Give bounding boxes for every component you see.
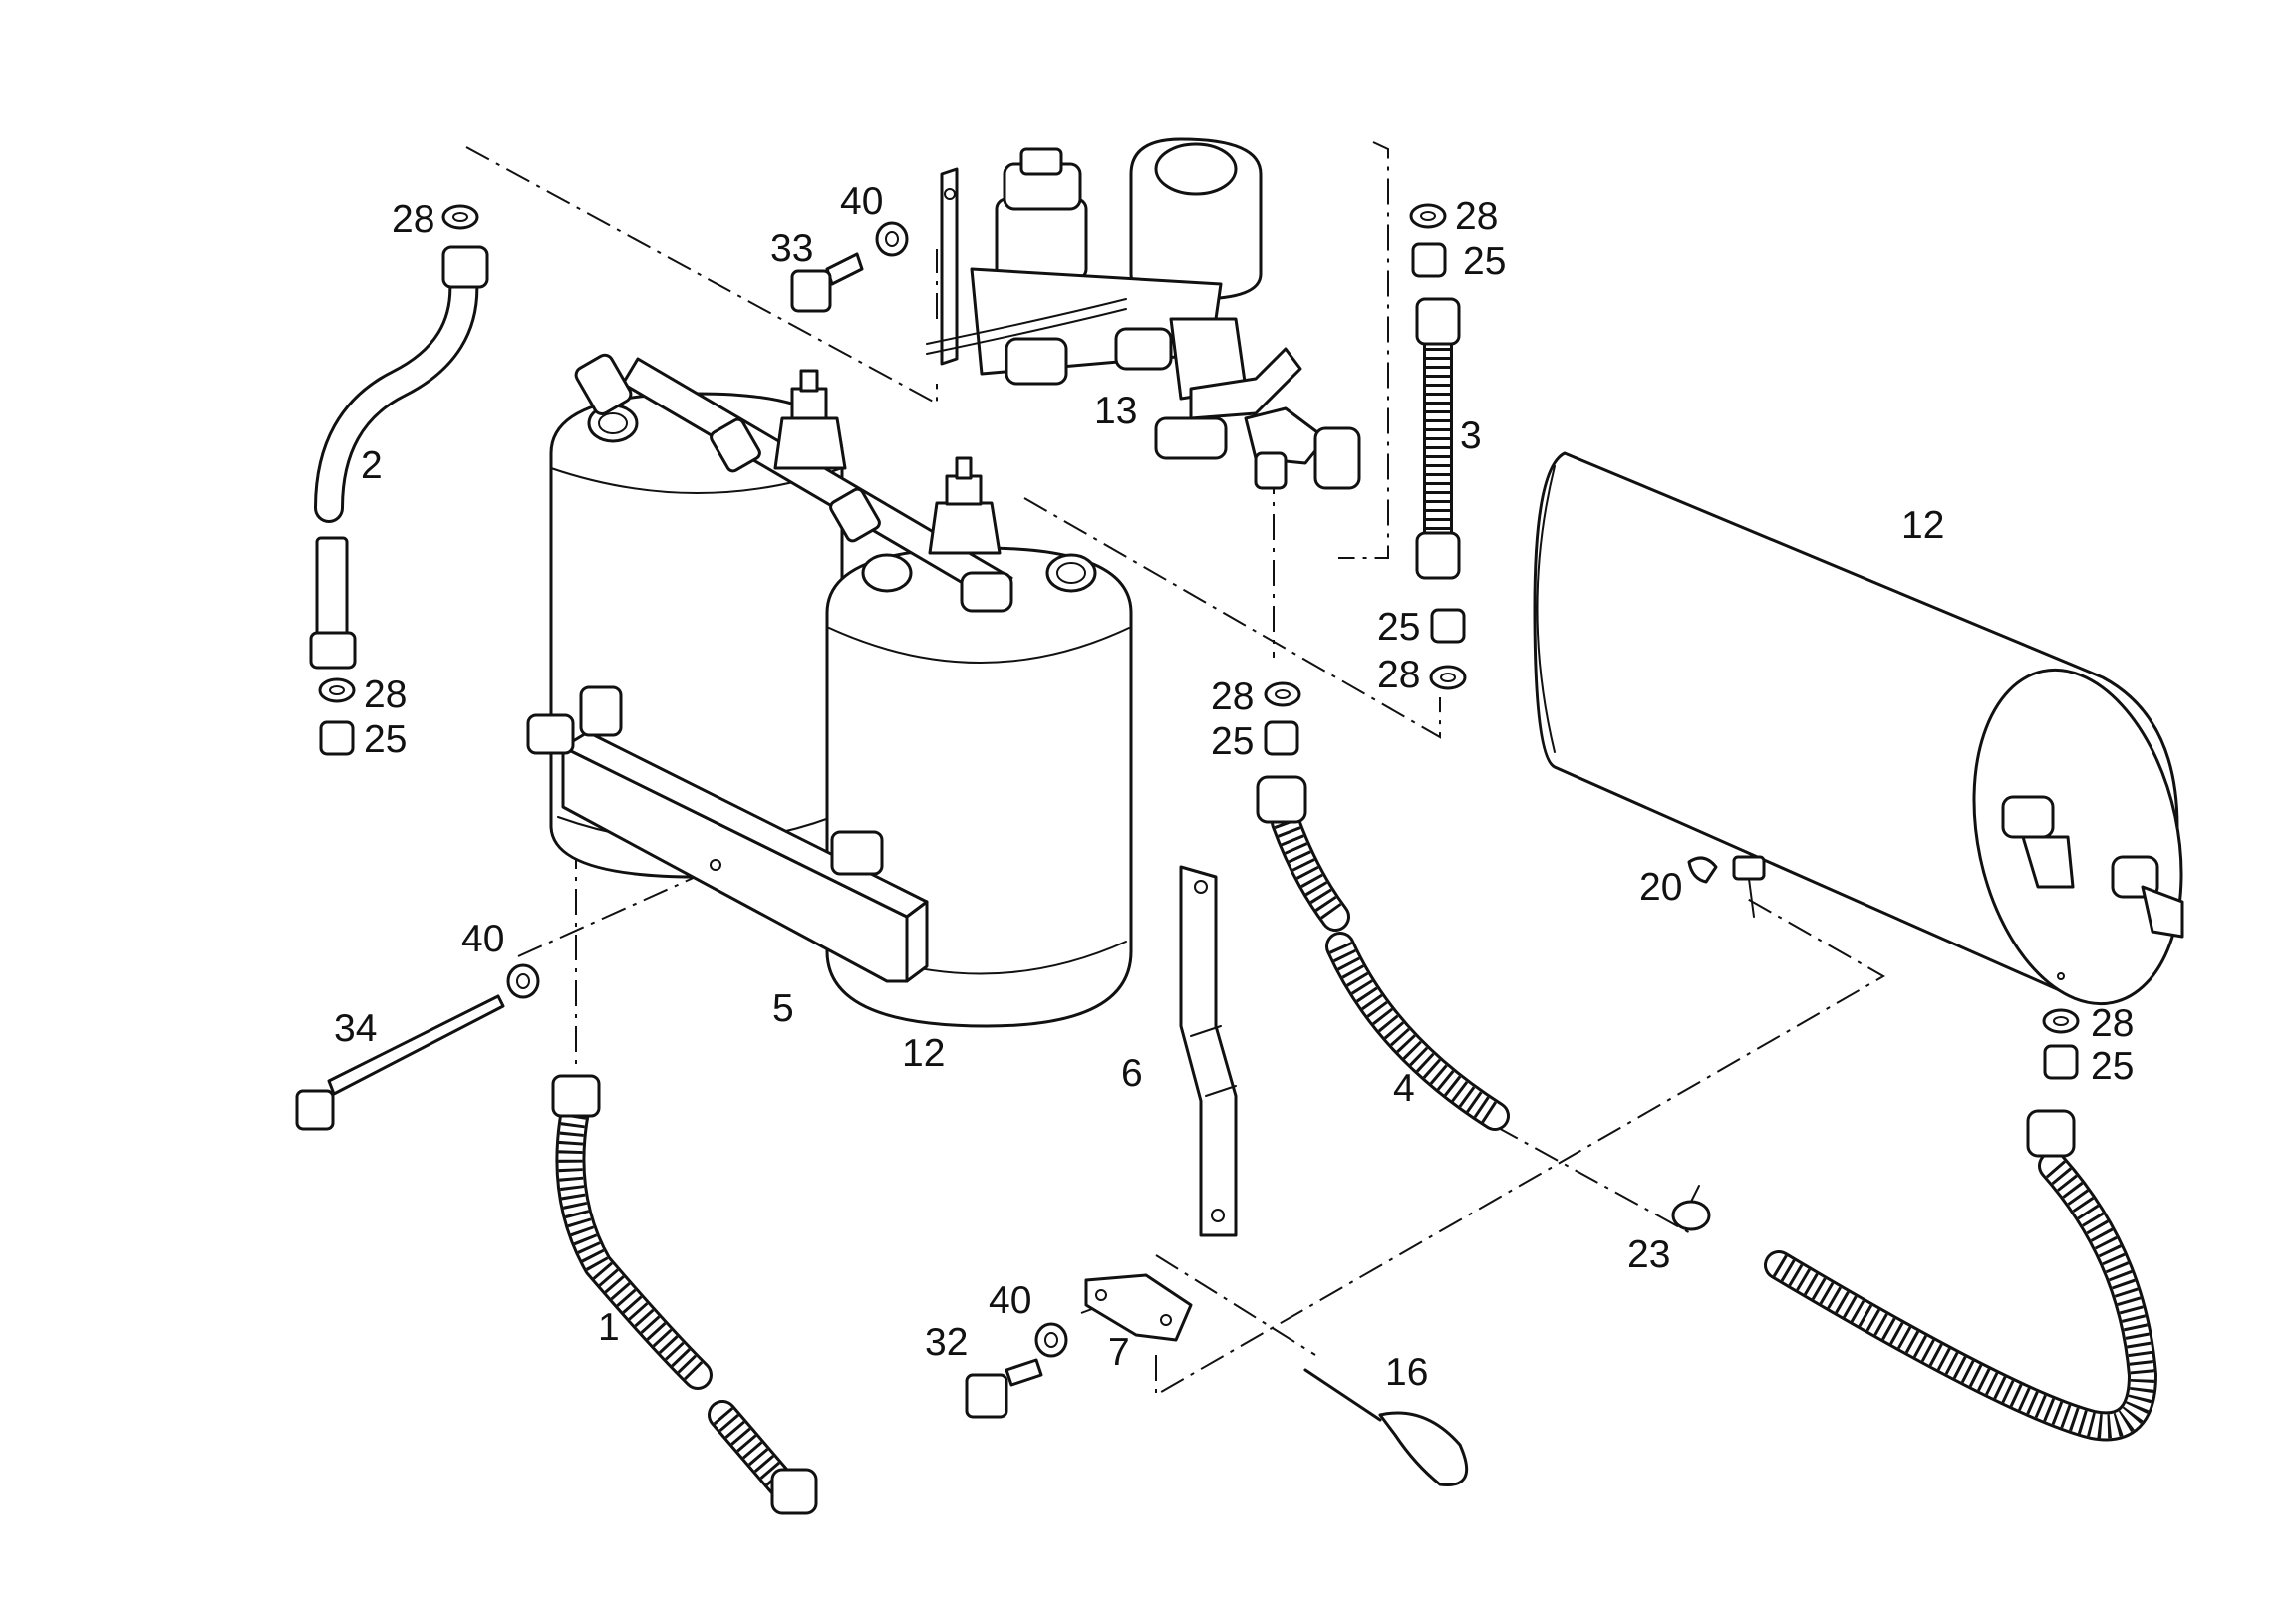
callout-25-d: 25 bbox=[1211, 720, 1254, 763]
callout-3: 3 bbox=[1460, 414, 1482, 457]
callout-2: 2 bbox=[361, 444, 383, 487]
callout-28-d: 28 bbox=[364, 674, 407, 716]
callout-40-top: 40 bbox=[840, 180, 883, 223]
mounting-clip bbox=[1084, 1273, 1193, 1342]
drain-cable bbox=[1303, 1368, 1469, 1486]
hose-long bbox=[1764, 1109, 2157, 1442]
callout-40-bottom: 40 bbox=[989, 1279, 1031, 1322]
callout-28-c: 28 bbox=[1377, 654, 1420, 696]
callout-4: 4 bbox=[1393, 1067, 1415, 1110]
callout-40-left: 40 bbox=[461, 918, 504, 960]
callout-28-b: 28 bbox=[1455, 195, 1498, 238]
callout-28-a: 28 bbox=[392, 198, 434, 241]
callout-28-f: 28 bbox=[2091, 1002, 2134, 1045]
callout-12-horizontal: 12 bbox=[1901, 504, 1944, 547]
bolts bbox=[295, 252, 1043, 1419]
callout-25-a: 25 bbox=[1463, 240, 1506, 283]
callout-12-front: 12 bbox=[902, 1032, 945, 1075]
callout-20: 20 bbox=[1639, 866, 1682, 909]
hose-clamp bbox=[1671, 1185, 1711, 1231]
callout-5: 5 bbox=[772, 987, 794, 1030]
hose-3 bbox=[1415, 297, 1461, 580]
callout-23: 23 bbox=[1627, 1233, 1670, 1276]
air-tank-horizontal bbox=[1533, 451, 2183, 1006]
leader-lines bbox=[465, 141, 1886, 1397]
callout-25-b: 25 bbox=[1377, 606, 1420, 649]
valve-pipe-assembly bbox=[574, 353, 1013, 613]
brake-valve-unit bbox=[926, 137, 1361, 490]
callout-labels: 1 2 3 4 5 6 7 12 12 13 16 20 23 25 25 25… bbox=[334, 180, 2134, 1394]
callout-34: 34 bbox=[334, 1007, 377, 1050]
callout-28-e: 28 bbox=[1211, 675, 1254, 718]
hose-1 bbox=[551, 1074, 818, 1515]
support-bracket bbox=[1179, 865, 1238, 1237]
callout-13: 13 bbox=[1094, 390, 1137, 432]
callout-25-c: 25 bbox=[364, 718, 407, 761]
washers-and-bushes bbox=[318, 203, 2080, 1358]
callout-16: 16 bbox=[1385, 1351, 1428, 1394]
callout-25-e: 25 bbox=[2091, 1045, 2134, 1088]
callout-1: 1 bbox=[598, 1306, 620, 1349]
hose-2 bbox=[309, 245, 489, 670]
mounting-bar bbox=[526, 685, 929, 983]
hose-4 bbox=[1256, 775, 1510, 1131]
callout-32: 32 bbox=[925, 1321, 968, 1364]
callout-33: 33 bbox=[770, 227, 813, 270]
callout-7: 7 bbox=[1108, 1331, 1130, 1374]
tank-fittings bbox=[1687, 795, 2184, 939]
callout-6: 6 bbox=[1121, 1052, 1143, 1095]
